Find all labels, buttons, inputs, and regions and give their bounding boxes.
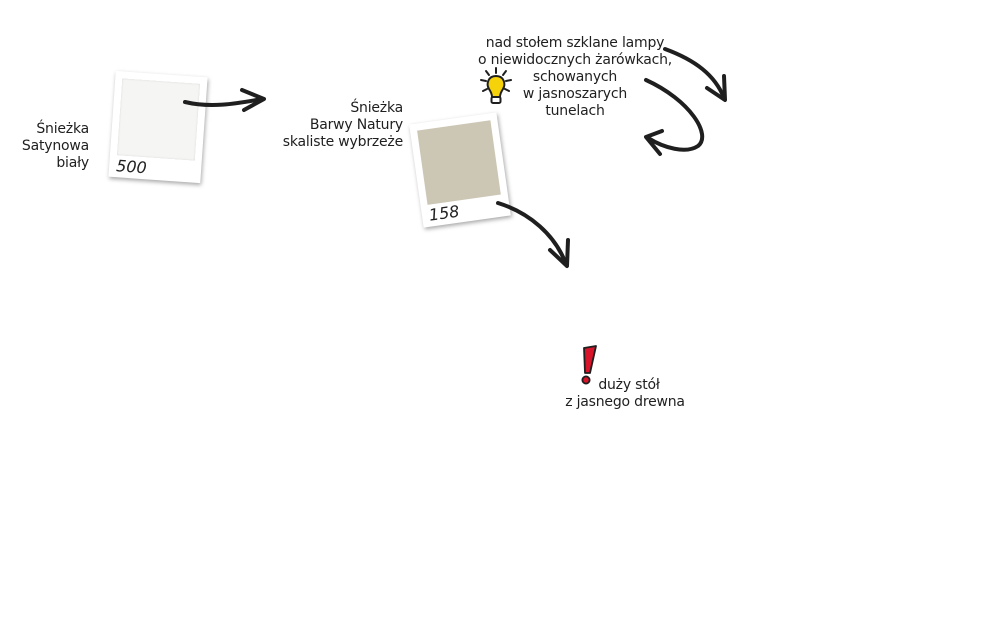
lamp-note-line: nad stołem szklane lampy	[485, 35, 665, 51]
paint-1-color: biały	[56, 155, 89, 171]
paint-1-brand: Śnieżka	[36, 121, 89, 137]
paint-2-label: Śnieżka Barwy Natury skaliste wybrzeże	[250, 100, 403, 151]
paint-2-line: Barwy Natury	[309, 117, 403, 133]
paint-1-line: Satynowa	[21, 138, 89, 154]
paint-1-label: Śnieżka Satynowa biały	[10, 121, 89, 172]
paint-2-brand: Śnieżka	[350, 100, 403, 116]
lamp-note-line: tunelach	[545, 103, 605, 119]
table-note: duży stół z jasnego drewna	[560, 377, 690, 411]
table-note-line: z jasnego drewna	[565, 394, 685, 410]
table-note-line: duży stół	[598, 377, 660, 393]
paint-1-color-sample	[116, 78, 201, 161]
lamp-note-line: schowanych	[532, 69, 618, 85]
paint-2-color-sample	[417, 120, 501, 205]
lamp-note-line: o niewidocznych żarówkach,	[477, 52, 673, 68]
paint-1-number: 500	[115, 156, 148, 178]
paint-2-swatch: 158	[409, 112, 511, 228]
paint-1-swatch: 500	[108, 70, 208, 184]
lamp-note-line: w jasnoszarych	[522, 86, 628, 102]
lamp-note: nad stołem szklane lampy o niewidocznych…	[470, 35, 680, 120]
paint-2-number: 158	[427, 201, 461, 225]
paint-2-color: skaliste wybrzeże	[282, 134, 403, 150]
